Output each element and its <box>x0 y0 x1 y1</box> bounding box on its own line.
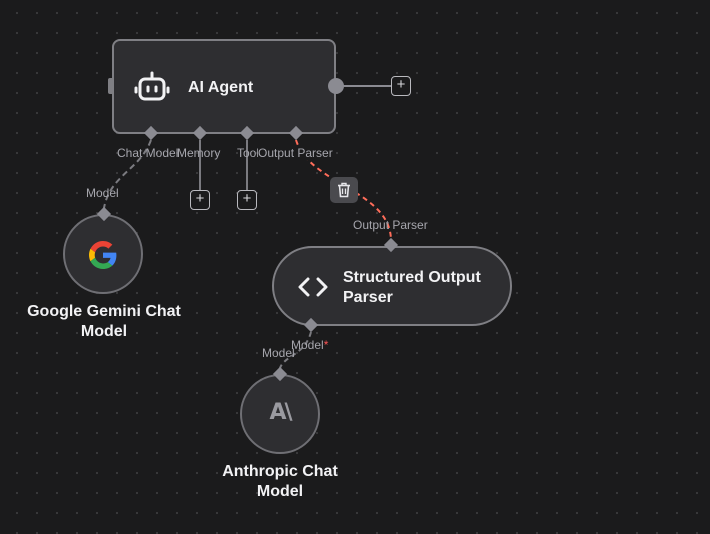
required-marker: * <box>323 338 329 352</box>
tool-port-label: Tool <box>237 146 260 160</box>
anthropic-node-label: Anthropic Chat Model <box>222 463 338 500</box>
agent-output-handle[interactable] <box>328 78 344 94</box>
memory-port-label: Memory <box>177 146 221 160</box>
gemini-model-port-label: Model <box>86 186 119 200</box>
google-gemini-node[interactable] <box>63 214 143 294</box>
memory-add-button[interactable]: + <box>190 190 210 210</box>
chat-model-port-label: Chat Model <box>117 146 179 160</box>
google-g-icon <box>89 241 117 269</box>
gemini-node-label: Google Gemini Chat Model <box>27 303 181 340</box>
code-brackets-icon <box>298 277 328 297</box>
parser-model-port-label: Model* <box>291 338 329 352</box>
ai-agent-node[interactable]: AI Agent <box>112 39 336 134</box>
agent-title: AI Agent <box>188 79 254 96</box>
delete-connection-button[interactable] <box>330 177 358 203</box>
anthropic-logo-icon: A\ <box>269 400 292 425</box>
parser-title: Structured Output Parser <box>343 269 481 306</box>
structured-output-parser-node[interactable]: Structured Output Parser <box>272 246 512 326</box>
parser-output-parser-port-label: Output Parser <box>353 218 428 232</box>
output-parser-port-label: Output Parser <box>258 146 333 160</box>
trash-icon <box>338 182 350 198</box>
anthropic-model-port-label: Model <box>262 346 295 360</box>
agent-add-next-button[interactable]: + <box>391 76 411 96</box>
robot-icon <box>134 71 170 101</box>
tool-add-button[interactable]: + <box>237 190 257 210</box>
anthropic-chat-node[interactable]: A\ <box>240 374 320 454</box>
